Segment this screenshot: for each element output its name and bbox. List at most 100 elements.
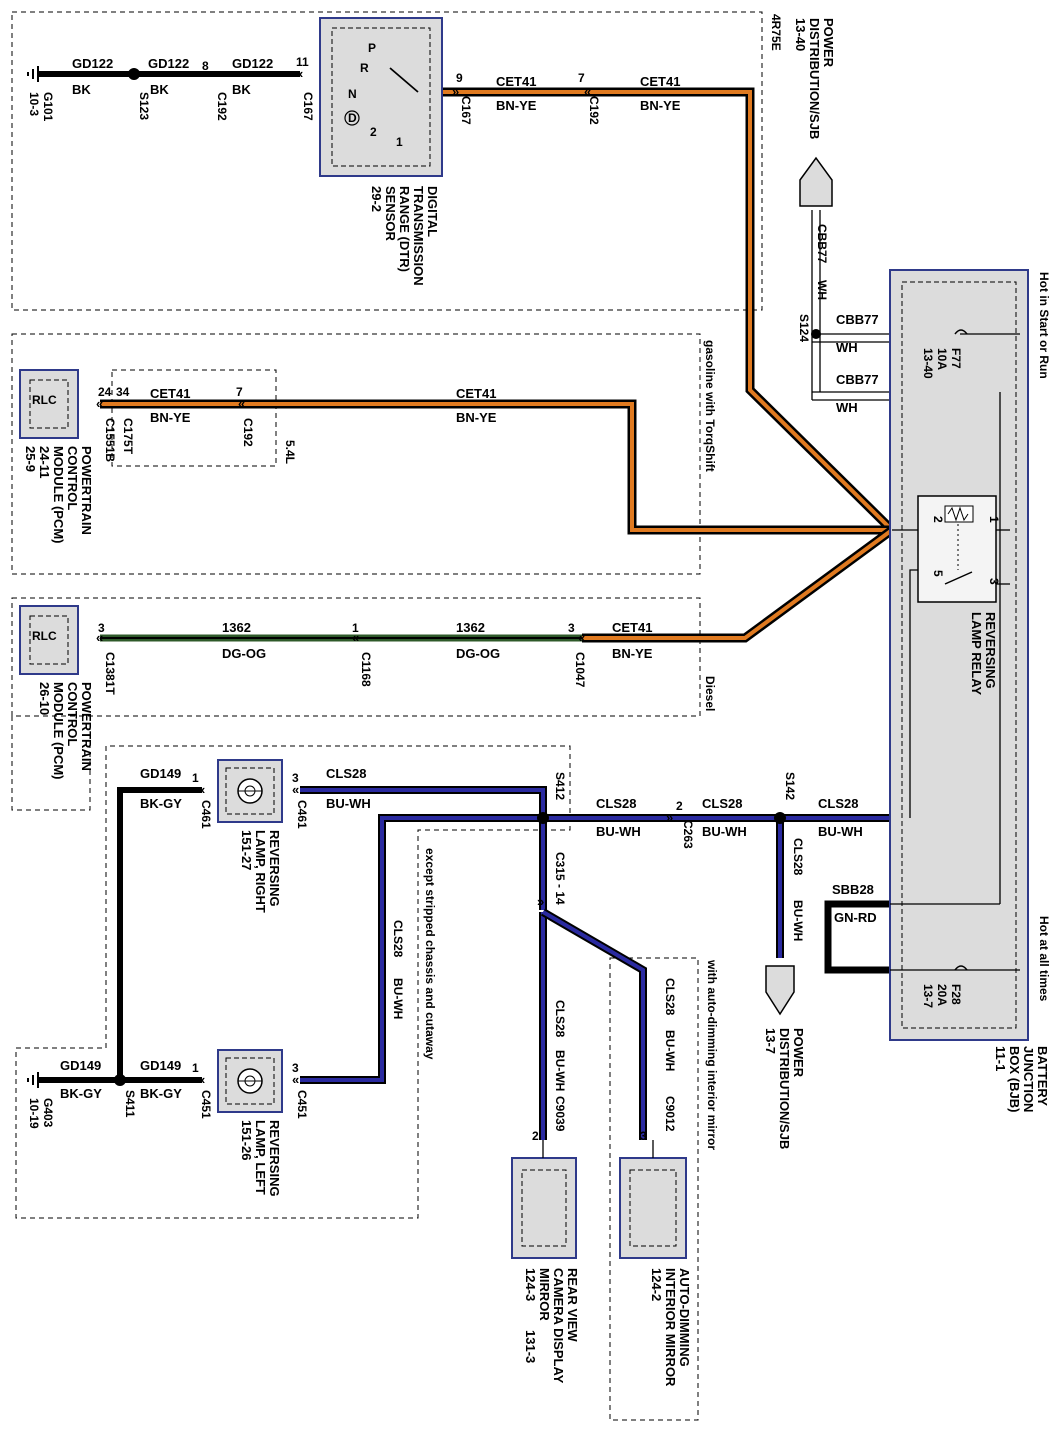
pcm2-ref: 26-10 bbox=[37, 682, 52, 715]
svg-text:«: « bbox=[292, 782, 299, 797]
label-bnye-c: BN-YE bbox=[150, 410, 191, 425]
label-buwh-f: BU-WH bbox=[791, 900, 805, 941]
connector-chevrons: « « « « « « » « « « « » » bbox=[96, 84, 673, 1087]
note-hot-start: Hot in Start or Run bbox=[1037, 272, 1051, 379]
label-cet41-d: CET41 bbox=[456, 386, 496, 401]
fuse-f28-ref: 13-7 bbox=[921, 984, 935, 1008]
c9039-label: C9039 bbox=[553, 1096, 567, 1132]
label-cls28-a: CLS28 bbox=[326, 766, 366, 781]
note-diesel: Diesel bbox=[703, 676, 717, 711]
pin-c9012: 3 bbox=[640, 1129, 647, 1143]
pin-c263: 2 bbox=[676, 799, 683, 813]
pin-c192-b: 7 bbox=[578, 71, 585, 85]
mirror-auto-title-2: INTERIOR MIRROR bbox=[663, 1268, 678, 1387]
dtr-title-3: RANGE (DTR) bbox=[397, 186, 412, 272]
section-4r75e bbox=[11, 11, 763, 311]
pin-34: 34 bbox=[116, 385, 130, 399]
pin-c167-b: 9 bbox=[456, 71, 463, 85]
c192-label-b: C192 bbox=[587, 96, 601, 125]
label-dgog-a: DG-OG bbox=[222, 646, 266, 661]
lamp-left-ref: 151-26 bbox=[239, 1120, 254, 1160]
label-cet41-c: CET41 bbox=[150, 386, 190, 401]
svg-text:»: » bbox=[537, 894, 544, 909]
svg-text:«: « bbox=[292, 1072, 299, 1087]
label-bnye-d: BN-YE bbox=[456, 410, 497, 425]
label-sbb28: SBB28 bbox=[832, 882, 874, 897]
label-bkgy-c: BK-GY bbox=[140, 1086, 182, 1101]
pin-c1168: 1 bbox=[352, 621, 359, 635]
dtr-drive-circle-icon bbox=[344, 110, 360, 126]
ground-g101-icon bbox=[27, 66, 39, 82]
dtr-switch-icon bbox=[389, 67, 419, 93]
label-wh-c: WH bbox=[815, 280, 829, 300]
g101-ref: 10-3 bbox=[27, 92, 41, 116]
pin-c9039: 2 bbox=[532, 1129, 539, 1143]
pd-top-arrow-icon bbox=[799, 156, 833, 207]
relay-coil-icon bbox=[944, 505, 974, 523]
splice-s411 bbox=[114, 1074, 126, 1086]
label-cls28-f: CLS28 bbox=[791, 838, 805, 876]
pcm1-title-2: CONTROL bbox=[65, 446, 80, 510]
label-bk-c: BK bbox=[232, 82, 251, 97]
splice-s412 bbox=[537, 812, 549, 824]
label-buwh-c: BU-WH bbox=[702, 824, 747, 839]
pd-bottom-title-2: DISTRIBUTION/SJB bbox=[777, 1028, 792, 1149]
c9012-label: C9012 bbox=[663, 1096, 677, 1132]
g403-ref: 10-19 bbox=[27, 1098, 41, 1129]
c1551b-label: C1551B bbox=[103, 418, 117, 462]
label-bkgy-a: BK-GY bbox=[140, 796, 182, 811]
label-bkgy-b: BK-GY bbox=[60, 1086, 102, 1101]
lamp-right-title-1: REVERSING bbox=[267, 830, 282, 907]
wire-cet41-dtr-outline bbox=[420, 87, 896, 534]
c451-label-a: C451 bbox=[199, 1090, 213, 1119]
fuse-f77-icon bbox=[954, 329, 968, 335]
s411-label: S411 bbox=[123, 1090, 137, 1118]
pd-bottom-title-1: POWER bbox=[791, 1028, 806, 1078]
pin-c451-b: 3 bbox=[292, 1061, 299, 1075]
label-gd149-b: GD149 bbox=[60, 1058, 101, 1073]
pin-c461-b: 3 bbox=[292, 771, 299, 785]
label-buwh-a: BU-WH bbox=[326, 796, 371, 811]
dtr-pos2: 2 bbox=[370, 125, 377, 139]
label-cet41-a: CET41 bbox=[496, 74, 536, 89]
note-hot-all: Hot at all times bbox=[1037, 916, 1051, 1002]
bjb-title-3: BOX (BJB) bbox=[1007, 1046, 1022, 1112]
pin-c1381t: 3 bbox=[98, 621, 105, 635]
g403-label: G403 bbox=[41, 1098, 55, 1128]
g101-label: G101 bbox=[41, 92, 55, 122]
note-torqshift: gasoline with TorqShift bbox=[703, 340, 717, 472]
mirror-cam-ref1: 124-3 bbox=[523, 1268, 538, 1301]
pcm1-ref1: 24-11 bbox=[37, 446, 52, 479]
pcm1-title-3: MODULE (PCM) bbox=[51, 446, 66, 544]
pin-c192-a: 8 bbox=[202, 59, 209, 73]
bjb-ref: 11-1 bbox=[993, 1046, 1008, 1071]
label-bk-b: BK bbox=[150, 82, 169, 97]
fuse-f77-rating: 10A bbox=[935, 348, 949, 370]
svg-text:«: « bbox=[578, 630, 585, 645]
label-cet41-b: CET41 bbox=[640, 74, 680, 89]
splice-s142 bbox=[774, 812, 786, 824]
c451-label-b: C451 bbox=[295, 1090, 309, 1119]
c167-label-b: C167 bbox=[459, 96, 473, 125]
c192-label-c: C192 bbox=[241, 418, 255, 447]
label-bnye-a: BN-YE bbox=[496, 98, 537, 113]
label-cbb77-b: CBB77 bbox=[836, 372, 879, 387]
section-except-stripped bbox=[15, 745, 571, 1219]
label-buwh-d: BU-WH bbox=[818, 824, 863, 839]
section-54l bbox=[111, 369, 277, 467]
s123-label: S123 bbox=[137, 92, 151, 120]
bjb-title-2: JUNCTION bbox=[1021, 1046, 1036, 1112]
label-cls28-b: CLS28 bbox=[596, 796, 636, 811]
c1381t-label: C1381T bbox=[103, 652, 117, 695]
lamp-right-ref: 151-27 bbox=[239, 830, 254, 870]
pcm1-rlc: RLC bbox=[32, 393, 57, 407]
mirror-cam-ref2: 131-3 bbox=[523, 1330, 538, 1363]
pd-bottom-arrow-icon bbox=[765, 965, 795, 1016]
label-bk-a: BK bbox=[72, 82, 91, 97]
lamp-left-title-2: LAMP, LEFT bbox=[253, 1120, 268, 1195]
pcm1-title-1: POWERTRAIN bbox=[79, 446, 94, 535]
note-except: except stripped chassis and cutaway bbox=[423, 848, 437, 1060]
c167-label-a: C167 bbox=[301, 92, 315, 121]
section-torqshift bbox=[11, 333, 701, 575]
